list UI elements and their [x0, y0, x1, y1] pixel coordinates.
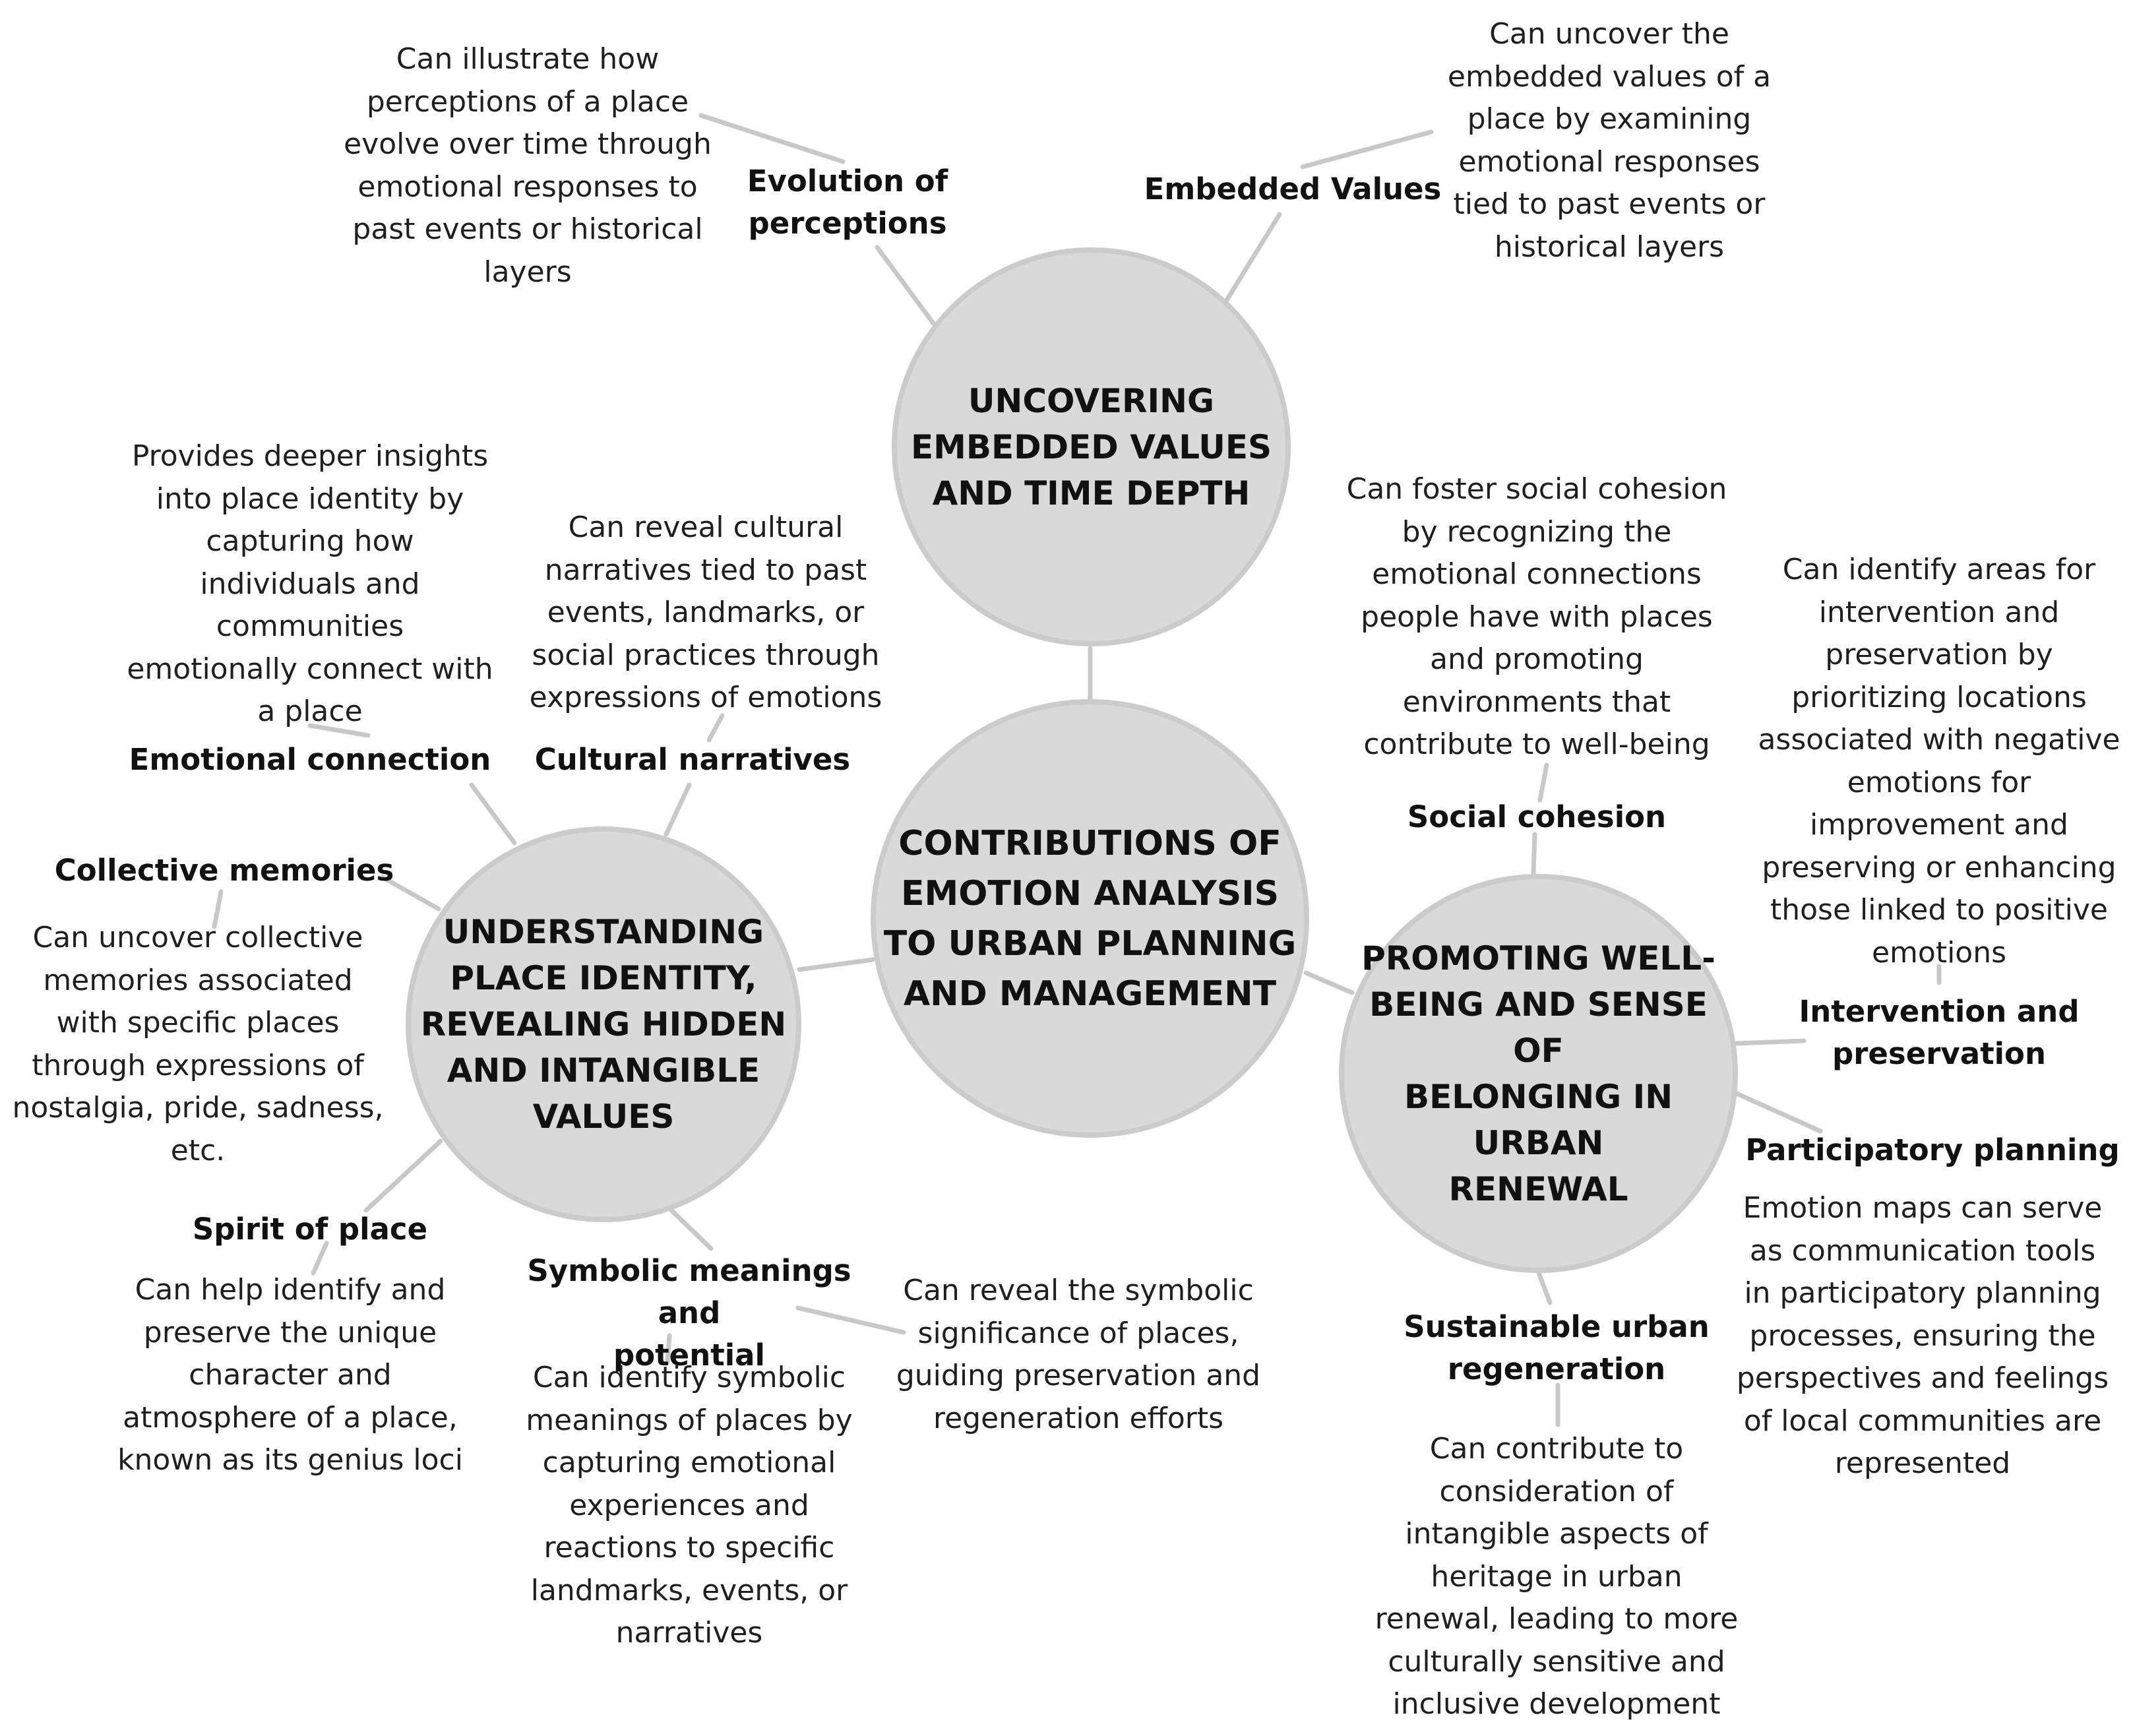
central-topic-circle: CONTRIBUTIONS OF EMOTION ANALYSIS TO URB…: [871, 699, 1309, 1138]
evolution-of-perceptions-description: Can illustrate how perceptions of a plac…: [344, 42, 712, 289]
connector-embedded-desc: [1300, 129, 1434, 170]
theme-place-identity-title: UNDERSTANDING PLACE IDENTITY, REVEALING …: [420, 913, 787, 1136]
connector-central-wellbeing: [1303, 970, 1355, 995]
spirit-of-place-label: Spirit of place: [192, 1212, 428, 1247]
connector-cultural-desc: [706, 713, 725, 743]
sustainable-regeneration-label: Sustainable urban regeneration: [1404, 1309, 1710, 1386]
cultural-narratives-label: Cultural narratives: [534, 742, 851, 777]
collective-memories-label: Collective memories: [54, 853, 394, 888]
collective-memories-description: Can uncover collective memories associat…: [12, 921, 384, 1167]
connector-sustainable: [1536, 1270, 1553, 1305]
spirit-of-place-description: Can help identify and preserve the uniqu…: [117, 1273, 463, 1477]
cultural-narratives-description: Can reveal cultural narratives tied to p…: [529, 511, 882, 714]
connector-collective-desc: [212, 889, 224, 929]
connector-central-identity: [797, 957, 875, 972]
embedded-values-label: Embedded Values: [1144, 171, 1442, 206]
theme-well-being-circle: PROMOTING WELL- BEING AND SENSE OF BELON…: [1339, 874, 1738, 1273]
theme-embedded-values-circle: UNCOVERING EMBEDDED VALUES AND TIME DEPT…: [892, 247, 1291, 646]
participatory-planning-description: Emotion maps can serve as communication …: [1736, 1191, 2109, 1480]
theme-embedded-values-title: UNCOVERING EMBEDDED VALUES AND TIME DEPT…: [910, 381, 1272, 512]
theme-place-identity-circle: UNDERSTANDING PLACE IDENTITY, REVEALING …: [406, 826, 801, 1222]
connector-social-desc: [1537, 762, 1549, 803]
symbolic-meanings-label: Symbolic meanings and potential: [527, 1253, 851, 1373]
symbolic-significance-description: Can reveal the symbolic significance of …: [896, 1274, 1261, 1435]
evolution-of-perceptions-label: Evolution of perceptions: [747, 164, 948, 241]
central-topic-title: CONTRIBUTIONS OF EMOTION ANALYSIS TO URB…: [883, 823, 1297, 1014]
connector-emotional: [469, 782, 517, 846]
connector-emotional-desc: [307, 723, 371, 738]
intervention-preservation-description: Can identify areas for intervention and …: [1758, 553, 2120, 970]
symbolic-meanings-description: Can identify symbolic meanings of places…: [526, 1361, 853, 1650]
connector-evolution-desc: [698, 113, 846, 164]
intervention-preservation-label: Intervention and preservation: [1799, 994, 2080, 1071]
participatory-planning-label: Participatory planning: [1745, 1132, 2120, 1167]
theme-well-being-title: PROMOTING WELL- BEING AND SENSE OF BELON…: [1361, 939, 1715, 1208]
connector-intervention: [1734, 1038, 1807, 1046]
sustainable-regeneration-description: Can contribute to consideration of intan…: [1374, 1432, 1739, 1721]
social-cohesion-description: Can foster social cohesion by recognizin…: [1346, 472, 1727, 761]
connector-collective: [380, 875, 441, 912]
connector-social: [1531, 832, 1537, 875]
embedded-values-description: Can uncover the embedded values of a pla…: [1447, 17, 1772, 264]
connector-symbolic: [667, 1206, 714, 1251]
connector-symbolic-desc: [665, 1333, 672, 1365]
emotional-connection-label: Emotional connection: [129, 742, 491, 777]
connector-symbolic-desc2: [795, 1305, 906, 1335]
connector-embedded: [1224, 212, 1282, 303]
connector-spirit: [363, 1138, 443, 1213]
connector-evolution: [875, 245, 936, 326]
connector-participatory: [1725, 1087, 1823, 1134]
connector-cultural: [664, 782, 692, 837]
connector-spirit-desc: [311, 1241, 329, 1276]
emotional-connection-description: Provides deeper insights into place iden…: [127, 439, 493, 728]
social-cohesion-label: Social cohesion: [1407, 799, 1667, 834]
